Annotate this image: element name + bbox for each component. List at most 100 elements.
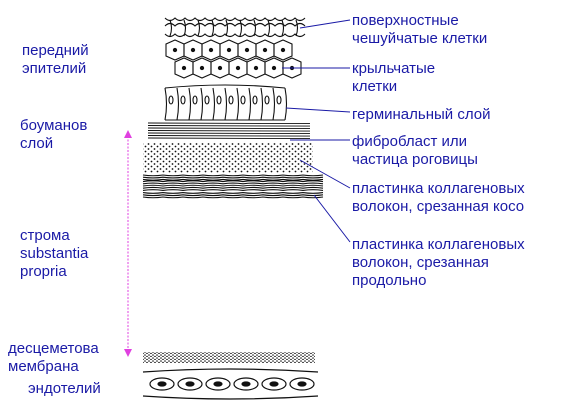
label-line: чешуйчатые клетки (352, 30, 488, 47)
cell-nucleus (192, 95, 198, 105)
bowman-fiber (147, 127, 311, 130)
collagen-fiber (142, 186, 324, 189)
endothelium-top-edge (142, 368, 319, 373)
endothelial-cell (177, 377, 203, 391)
cell-nucleus (271, 65, 277, 71)
columnar-cell-wall (272, 87, 276, 121)
bowman-fiber (147, 135, 311, 137)
squamous-cell-wall (239, 19, 243, 37)
leader-oblique (299, 159, 351, 189)
bowman-fiber (147, 125, 311, 127)
collagen-fiber (142, 178, 324, 181)
collagen-fiber (142, 176, 324, 179)
label-descemet-membrane: десцеметова мембрана (8, 340, 99, 376)
columnar-cell-wall (224, 87, 228, 121)
label-line: пластинка коллагеновых (352, 180, 525, 197)
cell-nucleus (264, 95, 270, 105)
squamous-cell-wall (281, 19, 285, 37)
label-line: слой (20, 135, 54, 152)
squamous-cell-wall (225, 19, 229, 37)
label-line: боуманов (20, 117, 88, 134)
collagen-lamella-band (142, 174, 324, 199)
cell-nucleus (208, 47, 214, 53)
epithelium-wing-cells (165, 39, 302, 79)
columnar-cell-wall (248, 87, 252, 121)
columnar-cell-wall (212, 87, 216, 121)
cell-nucleus (252, 95, 258, 105)
cell-nucleus (244, 47, 250, 53)
endothelial-cell (261, 377, 287, 391)
label-line: волокон, срезанная косо (352, 198, 525, 215)
leader-superficial (299, 19, 351, 29)
squamous-cell-wall (183, 19, 187, 37)
leader-longitudinal (313, 194, 351, 243)
cell-nucleus (217, 65, 223, 71)
stroma-extent-arrow (124, 130, 132, 357)
label-line: клетки (352, 78, 398, 95)
columnar-cell-wall (284, 87, 288, 121)
label-line: десцеметова (8, 340, 99, 357)
label-superficial-squamous-cells: поверхностные чешуйчатые клетки (352, 12, 487, 48)
cell-nucleus (204, 95, 210, 105)
bowman-fiber (147, 132, 311, 135)
cell-nucleus (185, 381, 195, 387)
cell-nucleus (226, 47, 232, 53)
label-line: пластинка коллагеновых (352, 236, 525, 253)
bowman-fiber (147, 130, 311, 132)
epithelium-germinal-cells (164, 84, 288, 121)
collagen-fiber (142, 184, 324, 187)
label-bowman-layer: боуманов слой (20, 117, 87, 153)
label-line: передний (22, 42, 89, 59)
endothelial-cell (233, 377, 259, 391)
squamous-cell-wall (267, 19, 271, 37)
label-endothelium: эндотелий (28, 380, 101, 397)
cell-nucleus (253, 65, 259, 71)
label-wing-cells: крыльчатые клетки (352, 60, 435, 96)
label-line: крыльчатые (352, 60, 436, 77)
collagen-fiber (142, 182, 324, 185)
collagen-fiber (142, 174, 324, 177)
bowman-layer-band (147, 122, 311, 140)
squamous-cell-wall (295, 19, 299, 37)
cell-nucleus (180, 95, 186, 105)
cell-nucleus (235, 65, 241, 71)
label-longitudinal-collagen-lamella: пластинка коллагеновых волокон, срезанна… (352, 236, 525, 290)
endothelial-cell (149, 377, 175, 391)
collagen-fiber (142, 194, 324, 197)
cell-nucleus (157, 381, 167, 387)
cell-nucleus (228, 95, 234, 105)
cell-nucleus (241, 381, 251, 387)
cell-nucleus (262, 47, 268, 53)
label-oblique-collagen-lamella: пластинка коллагеновых волокон, срезанна… (352, 180, 525, 216)
columnar-cell-wall (176, 87, 180, 121)
label-line: substantia (20, 245, 89, 262)
label-line: продольно (352, 272, 427, 289)
squamous-cell-wall (211, 19, 215, 37)
cell-nucleus (172, 47, 178, 53)
collagen-fiber (142, 189, 324, 191)
label-line: фибробласт или (352, 133, 468, 150)
leader-lines (282, 19, 351, 243)
squamous-cell-wall (197, 19, 201, 37)
columnar-cell-wall (236, 87, 240, 121)
label-line: поверхностные (352, 12, 459, 29)
cell-nucleus (168, 95, 174, 105)
cell-nucleus (190, 47, 196, 53)
squamous-cell-wall (253, 19, 257, 37)
stroma-fibroblast-band (143, 143, 313, 173)
endothelium-bottom-edge (142, 395, 319, 400)
cell-nucleus (297, 381, 307, 387)
wing-cell (282, 57, 302, 79)
cell-nucleus (276, 95, 282, 105)
endothelial-cell (205, 377, 231, 391)
label-line: эпителий (22, 60, 87, 77)
label-line: propria (20, 263, 67, 280)
label-line: мембрана (8, 358, 79, 375)
leader-germinal (285, 107, 351, 113)
squamous-cell-row (164, 17, 306, 22)
cell-nucleus (199, 65, 205, 71)
columnar-cell-wall (164, 87, 168, 121)
squamous-cell-wall (169, 19, 173, 37)
cell-nucleus (240, 95, 246, 105)
